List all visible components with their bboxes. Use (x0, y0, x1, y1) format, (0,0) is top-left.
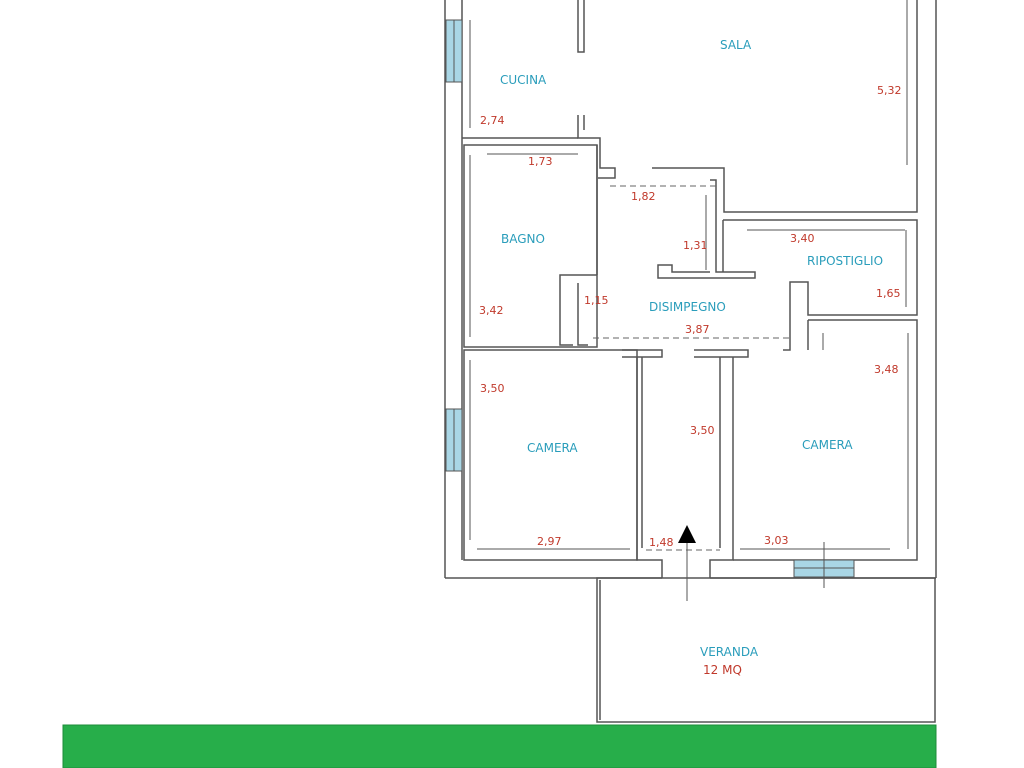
room-label-cucina: CUCINA (500, 73, 547, 87)
room-label-bagno: BAGNO (501, 232, 545, 246)
dim-corridor-height: 3,50 (690, 424, 715, 437)
dim-hall-left-depth: 1,15 (584, 294, 609, 307)
dim-hall-top-height: 1,31 (683, 239, 708, 252)
room-label-camera-right: CAMERA (802, 438, 853, 452)
window-cucina (445, 19, 463, 83)
interior-walls (462, 0, 936, 723)
room-label-disimpegno: DISIMPEGNO (649, 300, 726, 314)
windows (445, 19, 855, 588)
dim-disimpegno-width: 3,87 (685, 323, 710, 336)
room-label-sala: SALA (720, 38, 752, 52)
dim-ripostiglio-height: 1,65 (876, 287, 901, 300)
room-label-camera-left: CAMERA (527, 441, 578, 455)
entrance-arrow-icon (678, 525, 696, 601)
window-camera-left (445, 408, 463, 472)
room-label-ripostiglio: RIPOSTIGLIO (807, 254, 883, 268)
dim-bagno-height: 3,42 (479, 304, 504, 317)
outer-walls (444, 0, 937, 579)
room-label-veranda: VERANDA (700, 645, 759, 659)
inner-wall-lines (469, 0, 909, 550)
dim-camera-left-height: 3,50 (480, 382, 505, 395)
door-lines (593, 185, 790, 551)
dim-ripostiglio-width: 3,40 (790, 232, 815, 245)
dim-hall-top-width: 1,82 (631, 190, 656, 203)
dim-corridor-width: 1,48 (649, 536, 674, 549)
dim-camera-left-width: 2,97 (537, 535, 562, 548)
dim-camera-right-height: 3,48 (874, 363, 899, 376)
dim-camera-right-width: 3,03 (764, 534, 789, 547)
garden-strip (62, 724, 937, 768)
dim-sala-height: 5,32 (877, 84, 902, 97)
veranda-area-label: 12 MQ (703, 663, 742, 677)
window-camera-right (793, 542, 855, 588)
dim-cucina-height: 2,74 (480, 114, 505, 127)
dim-bagno-width: 1,73 (528, 155, 553, 168)
